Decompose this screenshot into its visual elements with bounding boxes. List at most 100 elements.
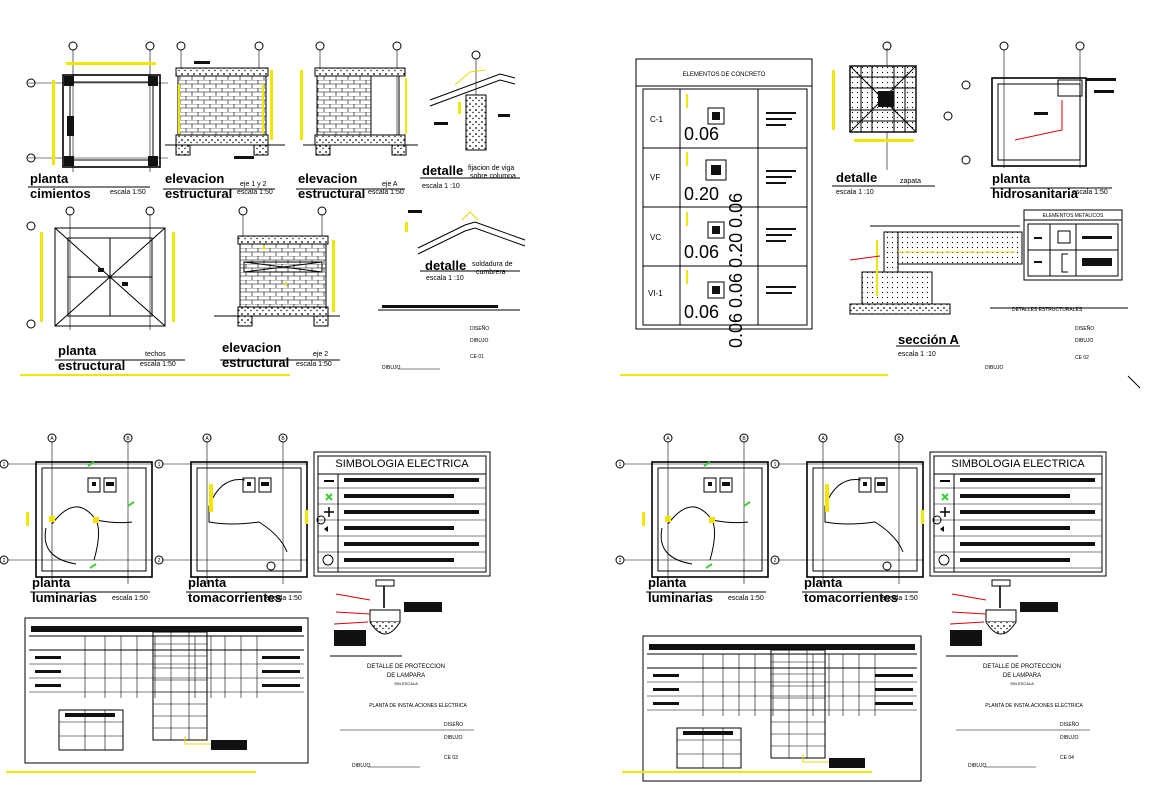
- scale-label: escala 1:50: [266, 595, 302, 602]
- title-hidrosanitaria: hidrosanitaria: [992, 186, 1079, 201]
- grid-bubble: [770, 555, 780, 565]
- dimension: [26, 512, 29, 526]
- simbologia-box: [933, 455, 1103, 573]
- outlet-symbol: [209, 484, 213, 512]
- detail-title: DETALLE DE PROTECCION: [983, 664, 1061, 670]
- grid-bubble: [818, 433, 828, 443]
- fixture: [722, 482, 730, 486]
- note-bar: [404, 602, 442, 612]
- grid-bubble: [47, 433, 57, 443]
- cell-bar: [683, 731, 733, 735]
- circuit-wire: [44, 527, 77, 565]
- leader-line: [333, 593, 371, 625]
- tb-field: DIBUJO: [1060, 735, 1078, 741]
- grid-bubble: [154, 459, 164, 469]
- table-row: VC 0.06: [650, 221, 725, 262]
- cell-bar: [262, 684, 300, 687]
- table-title-bar: [31, 626, 302, 632]
- note-bar: [829, 758, 865, 768]
- legend-text-bar: [344, 510, 479, 514]
- simbologia-title: SIMBOLOGIA ELECTRICA: [951, 458, 1085, 470]
- cell-bar: [875, 688, 913, 691]
- element-dim: 0.06: [684, 302, 719, 322]
- planta-cimientos: planta cimientos escala 1:50: [26, 41, 168, 201]
- dimension: [305, 510, 308, 524]
- cell-bar: [653, 688, 679, 691]
- drawing-title: PLANTA DE INSTALACIONES ELECTRICA: [369, 703, 467, 709]
- scale-label: escala 1:50: [882, 595, 918, 602]
- legend-text-bar: [344, 494, 454, 498]
- lamp-globe: [985, 621, 1017, 635]
- circuit-wire: [51, 506, 100, 561]
- element-dim: 0.20: [684, 184, 719, 204]
- small-table: [58, 709, 124, 751]
- title-cimientos: cimientos: [30, 186, 91, 201]
- seccion-a: sección A escala 1 :10: [849, 225, 1023, 358]
- note: fijacion de viga: [468, 165, 514, 172]
- cell-bar: [875, 702, 913, 705]
- tube: [991, 579, 1011, 587]
- grid-label: 1: [3, 462, 6, 468]
- fixture: [258, 477, 272, 493]
- switch-icon: [325, 493, 333, 501]
- outlet-icon: [324, 526, 328, 532]
- grid-label: 1: [158, 462, 161, 468]
- element-dim: 0.06: [684, 242, 719, 262]
- switch-icon: [941, 493, 949, 501]
- title-elevacion: elevacion: [298, 171, 357, 186]
- element-code: C-1: [650, 115, 663, 124]
- tb-field: DISEÑO: [444, 721, 463, 728]
- switch-symbol: [703, 461, 751, 569]
- outlet-symbol: [266, 561, 276, 571]
- circuit-wire: [667, 506, 716, 561]
- grid-bubble: [68, 41, 78, 51]
- grid-bubble: [0, 459, 9, 469]
- scale-label: escala 1:50: [112, 595, 148, 602]
- lamp-housing: [985, 609, 1017, 623]
- grid-label: 1: [619, 462, 622, 468]
- dimension: [642, 512, 645, 526]
- tb-field: DIBUJO: [444, 735, 462, 741]
- light-fixture: [665, 516, 671, 522]
- grid-label: A: [821, 436, 825, 442]
- title-elevacion: elevacion: [222, 340, 281, 355]
- title-planta: planta: [58, 343, 97, 358]
- grid-bubble: [894, 433, 904, 443]
- element-code: VI-1: [648, 289, 663, 298]
- room-wall: [196, 467, 302, 572]
- fixture: [877, 482, 885, 486]
- circuit-wire: [824, 506, 904, 553]
- grid-label: B: [126, 436, 130, 442]
- grid-label: A: [205, 436, 209, 442]
- file-path-line: [6, 771, 256, 773]
- scale-label: escala 1:50: [110, 189, 146, 196]
- axis-label: eje 1 y 2: [240, 181, 267, 188]
- fixture: [863, 482, 867, 486]
- grid-bubble: [770, 459, 780, 469]
- tb-field: DIBUJO: [985, 365, 1003, 371]
- title-tomacorrientes: tomacorrientes: [188, 590, 282, 605]
- circuit-wire: [824, 479, 862, 507]
- elementos-concreto-table: ELEMENTOS DE CONCRETO C-1 0.06 VF 0.20 V…: [635, 58, 813, 348]
- note: sobre columna: [470, 173, 516, 180]
- note: soldadura de: [472, 261, 513, 268]
- file-path-line: [622, 771, 872, 773]
- elevacion-eje-2: elevacion estructural eje 2 escala 1:50: [214, 206, 340, 370]
- circuit-wire: [208, 506, 288, 553]
- sheet-number: CE 02: [1075, 355, 1089, 361]
- circuit-wire: [208, 479, 246, 507]
- legend-text-bar: [344, 558, 454, 562]
- legend-text-bar: [960, 478, 1095, 482]
- spacer: [616, 456, 916, 457]
- scale-label: escala 1 :10: [898, 351, 936, 358]
- table-title-bar: [649, 644, 915, 650]
- leader: [802, 754, 829, 763]
- title-planta: planta: [32, 575, 71, 590]
- grid-label: A: [50, 436, 54, 442]
- planta-hidrosanitaria: planta hidrosanitaria escala 1:50: [961, 41, 1116, 201]
- subtitle: zapata: [900, 178, 921, 185]
